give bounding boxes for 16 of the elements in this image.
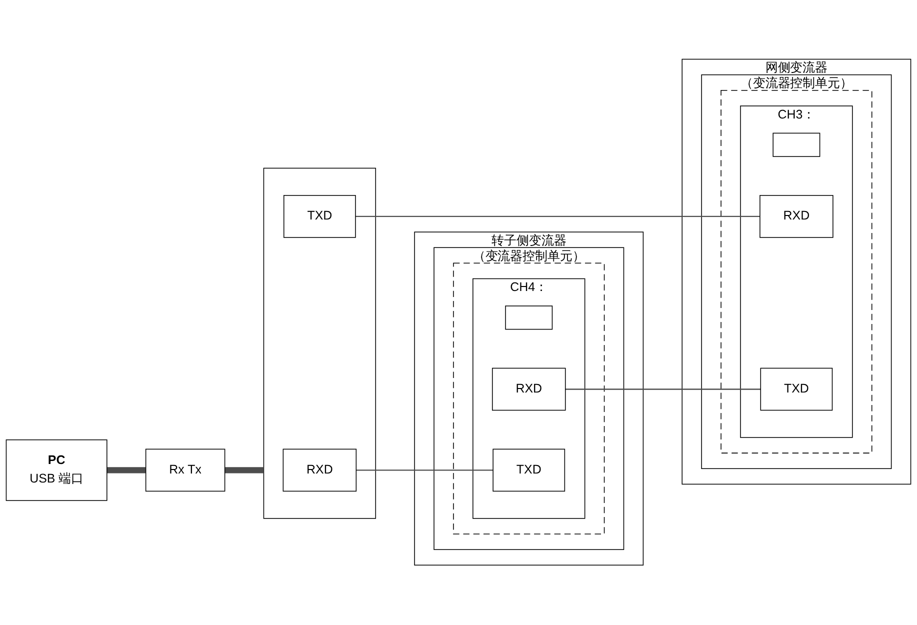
node-box: RXD [492, 368, 566, 411]
node-box [772, 133, 820, 158]
node-box: Rx Tx [145, 449, 226, 492]
connector [356, 470, 494, 472]
node-box: TXD [760, 368, 833, 411]
node-box [505, 306, 553, 330]
node-box: TXD [283, 195, 356, 238]
cluster [263, 168, 376, 520]
cluster [720, 90, 872, 454]
node-box: TXD [492, 449, 566, 492]
node-box: RXD [282, 449, 357, 492]
node-box: RXD [760, 195, 834, 238]
connector [565, 388, 762, 390]
node-box: PC USB 端口 [6, 440, 108, 502]
connector [355, 216, 761, 218]
cluster [453, 263, 605, 535]
